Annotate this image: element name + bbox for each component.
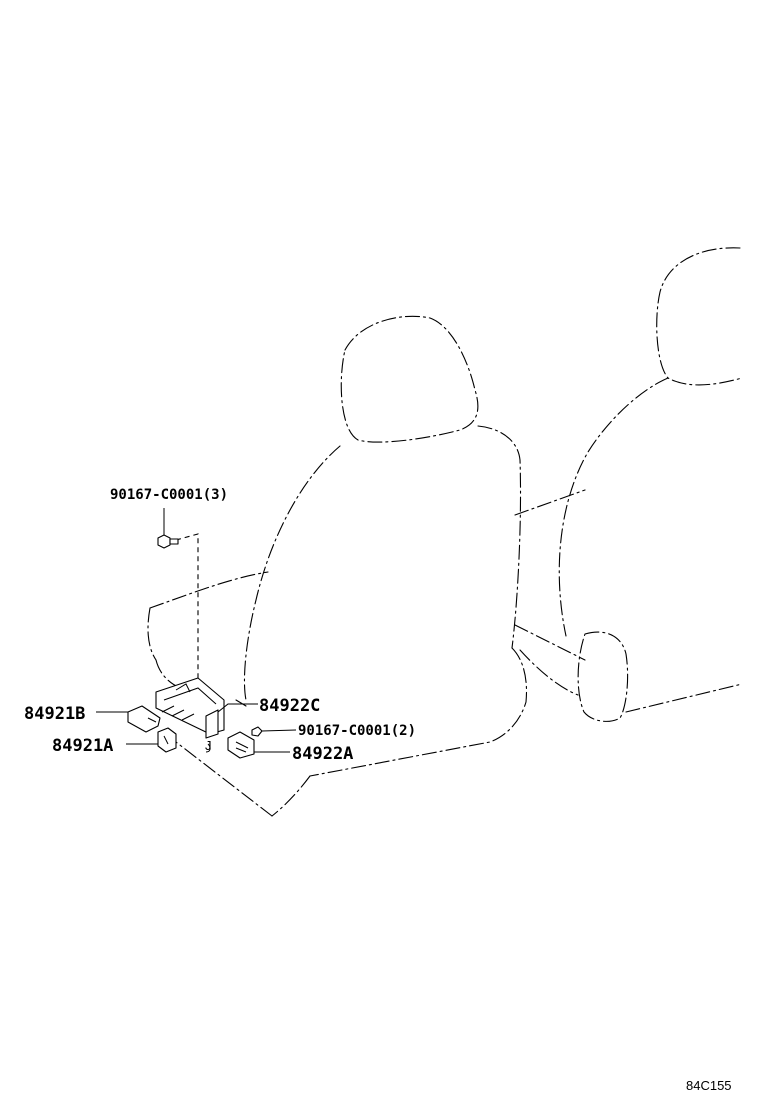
cover-a-icon xyxy=(227,731,290,759)
switch-housing-icon xyxy=(155,677,225,753)
bolt-mount-line xyxy=(175,533,199,718)
bolt-upper-icon xyxy=(157,508,179,549)
label-bolt-upper: 90167-C0001(3) xyxy=(110,487,228,503)
label-switch-a: 84921A xyxy=(52,736,113,756)
label-cover-c: 84922C xyxy=(259,696,320,716)
label-switch-b: 84921B xyxy=(24,704,85,724)
bolt-lower-icon xyxy=(251,726,297,737)
label-cover-a: 84922A xyxy=(292,744,353,764)
rear-seat-outline xyxy=(514,247,743,722)
switch-a-icon xyxy=(157,727,177,753)
front-seat-outline xyxy=(147,315,528,817)
switch-b-icon xyxy=(127,705,161,733)
figure-code: 84C155 xyxy=(686,1078,732,1093)
leader-lines xyxy=(96,703,258,745)
label-bolt-lower: 90167-C0001(2) xyxy=(298,723,416,739)
callout-letter: J xyxy=(205,738,212,753)
